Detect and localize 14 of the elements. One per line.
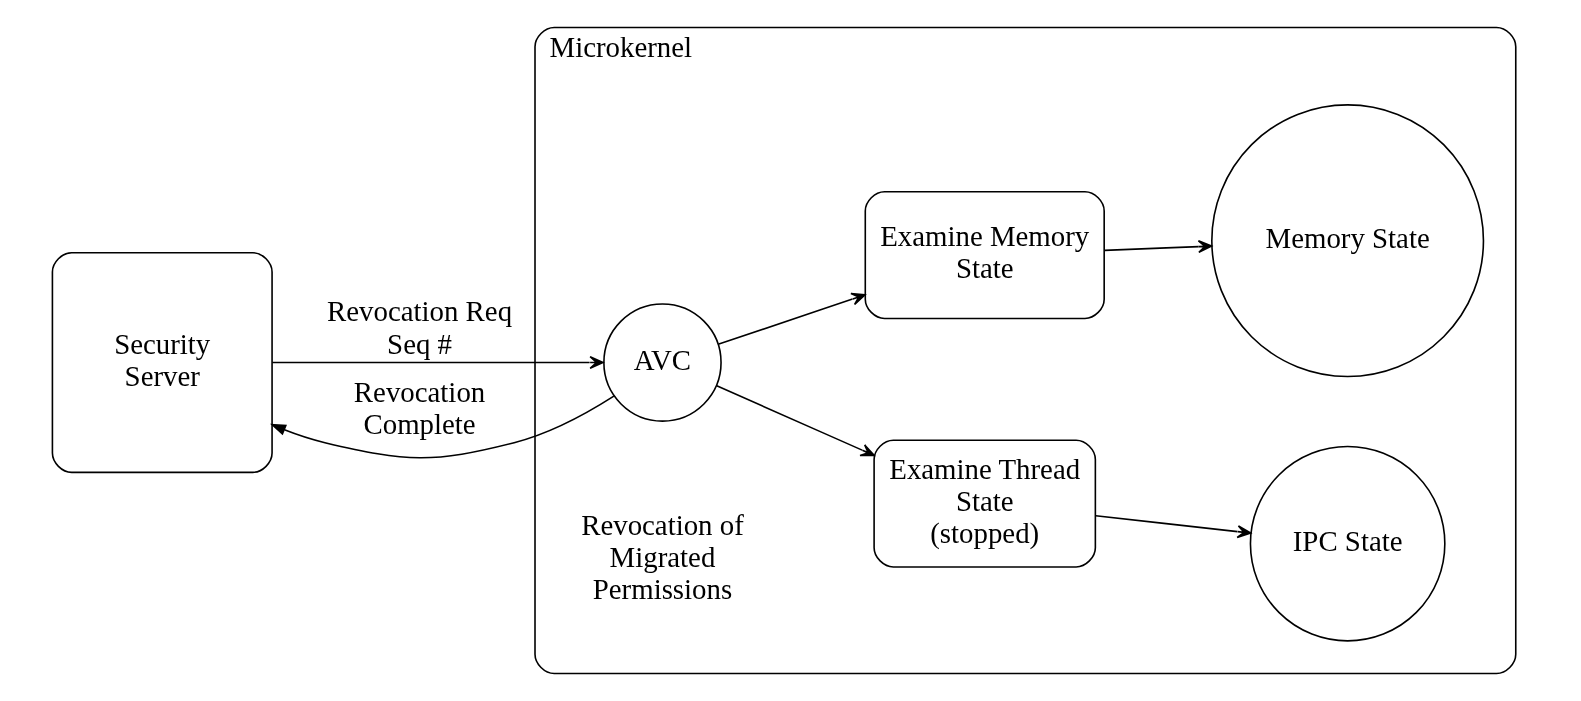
arrow <box>718 292 866 345</box>
arrow <box>715 385 875 457</box>
arrow <box>271 355 604 370</box>
node-box: Examine Thread State (stopped) <box>873 439 1097 568</box>
arrow <box>1094 515 1252 539</box>
node-box: Security Server <box>51 251 273 474</box>
arrow <box>270 395 615 459</box>
node-circle: IPC State <box>1249 445 1446 642</box>
node-box: Examine Memory State <box>864 190 1105 320</box>
label: Revocation of Migrated Permissions <box>581 508 744 605</box>
edge-label: Revocation Req Seq # <box>327 295 513 360</box>
node-circle: AVC <box>603 303 722 422</box>
edge-label: Revocation Complete <box>353 375 486 440</box>
node-circle: Memory State <box>1211 104 1485 378</box>
